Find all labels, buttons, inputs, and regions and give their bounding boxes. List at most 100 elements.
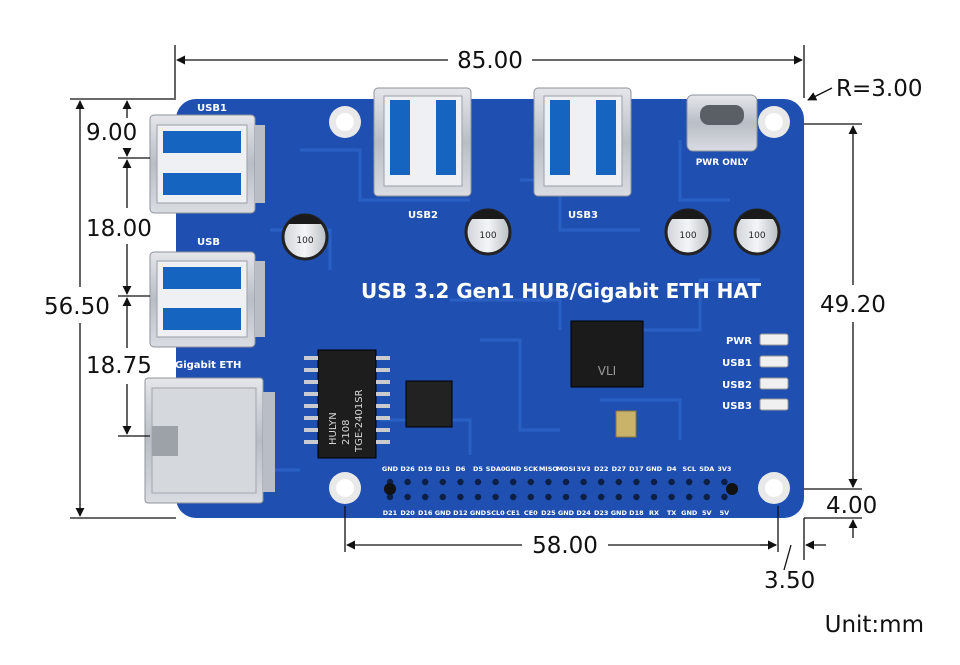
header-label-bottom: D25 <box>541 509 556 517</box>
led-label-usb2: USB2 <box>722 380 752 391</box>
header-label-top: SDA0 <box>486 465 506 473</box>
header-pin <box>510 478 517 486</box>
header-pin <box>721 493 728 501</box>
header-label-bottom: SCL0 <box>487 509 506 517</box>
dim-usb1-offset: 9.00 <box>86 120 137 146</box>
header-pin <box>633 493 640 501</box>
capacitor-text: 100 100 100 100 <box>296 231 765 246</box>
usb1-port <box>149 114 265 214</box>
header-pin <box>615 493 622 501</box>
header-mount-hole <box>384 483 396 495</box>
header-pin <box>668 493 675 501</box>
header-label-bottom: GND <box>611 509 628 517</box>
usb2-label: USB2 <box>408 210 438 221</box>
header-label-top: D19 <box>418 465 433 473</box>
dim-hole-offset-h: 3.50 <box>764 568 815 594</box>
header-pin <box>721 478 728 486</box>
header-pin <box>422 493 429 501</box>
header-pin <box>527 493 534 501</box>
header-pin <box>668 478 675 486</box>
header-pin <box>580 493 587 501</box>
usb-label: USB <box>197 237 220 248</box>
header-label-top: GND <box>646 465 663 473</box>
header-pin <box>386 493 394 501</box>
header-label-bottom: D21 <box>383 509 398 517</box>
header-pin <box>474 493 482 501</box>
header-label-top: D26 <box>400 465 415 473</box>
header-label-top: 3V3 <box>717 465 731 473</box>
header-label-bottom: D23 <box>594 509 608 517</box>
mounting-holes <box>329 106 790 504</box>
header-pin <box>404 493 411 501</box>
gpio-header <box>384 478 738 501</box>
phy-chip <box>405 380 453 428</box>
header-pin <box>598 478 605 486</box>
header-label-bottom: D24 <box>576 509 591 517</box>
dim-usb-pitch-1: 18.00 <box>86 216 152 242</box>
header-label-top: D22 <box>594 465 608 473</box>
header-pin <box>650 493 658 501</box>
transformer-text: HULYN 2108 TGE-2401SR <box>328 389 365 453</box>
header-label-bottom: D18 <box>629 509 644 517</box>
header-pin <box>545 493 552 501</box>
header-label-top: D6 <box>455 465 465 473</box>
header-label-top: D17 <box>629 465 643 473</box>
header-pin <box>439 478 446 486</box>
header-label-top: D4 <box>667 465 677 473</box>
header-pin <box>703 478 710 486</box>
svg-text:100: 100 <box>679 231 696 241</box>
header-mount-hole <box>726 483 738 495</box>
dim-usb-pitch-2: 18.75 <box>86 353 152 379</box>
header-pin <box>404 478 411 486</box>
svg-text:100: 100 <box>748 231 765 241</box>
header-label-top: D27 <box>612 465 626 473</box>
header-pin <box>422 478 429 486</box>
pcb-traces <box>230 140 760 472</box>
header-label-bottom: TX <box>667 509 676 517</box>
svg-text:2108: 2108 <box>341 420 352 445</box>
hub-chip-text: VLI <box>598 364 616 378</box>
dim-width-85: 85.00 <box>457 48 523 74</box>
header-pin <box>457 493 464 501</box>
header-label-top: SCK <box>524 465 539 473</box>
transformer <box>304 349 390 459</box>
header-pin <box>686 478 693 486</box>
header-label-top: D13 <box>436 465 450 473</box>
header-label-bottom: 5V <box>720 509 730 517</box>
usb1-label: USB1 <box>197 103 227 114</box>
usb3-label: USB3 <box>568 210 598 221</box>
header-pin <box>633 478 640 486</box>
led-label-usb3: USB3 <box>722 401 752 412</box>
unit-label: Unit:mm <box>824 612 924 638</box>
header-pin <box>510 493 517 501</box>
dim-corner-radius: R=3.00 <box>836 76 922 102</box>
usb-c-port <box>686 94 758 152</box>
header-pin <box>492 493 499 501</box>
header-pin <box>580 478 587 486</box>
header-label-bottom: CE1 <box>506 509 520 517</box>
header-pin <box>439 493 446 501</box>
header-pin <box>686 493 693 501</box>
capacitor <box>281 208 781 261</box>
header-pin <box>615 478 622 486</box>
usb-port <box>149 251 265 348</box>
board-title: USB 3.2 Gen1 HUB/Gigabit ETH HAT <box>361 279 761 303</box>
header-label-bottom: D12 <box>453 509 467 517</box>
header-pin <box>527 478 534 486</box>
header-pin <box>598 493 605 501</box>
dim-hole-offset-v: 4.00 <box>826 493 877 519</box>
header-pin <box>474 478 482 486</box>
header-pin <box>562 493 570 501</box>
header-label-bottom: GND <box>435 509 452 517</box>
header-label-top: MOSI <box>556 465 575 473</box>
svg-text:HULYN: HULYN <box>328 412 339 445</box>
header-label-bottom: CE0 <box>524 509 538 517</box>
svg-text:TGE-2401SR: TGE-2401SR <box>354 389 365 453</box>
header-label-bottom: 5V <box>702 509 712 517</box>
led-label-usb1: USB1 <box>722 358 752 369</box>
header-label-bottom: GND <box>681 509 698 517</box>
header-label-top: D5 <box>473 465 483 473</box>
header-pin <box>545 478 552 486</box>
